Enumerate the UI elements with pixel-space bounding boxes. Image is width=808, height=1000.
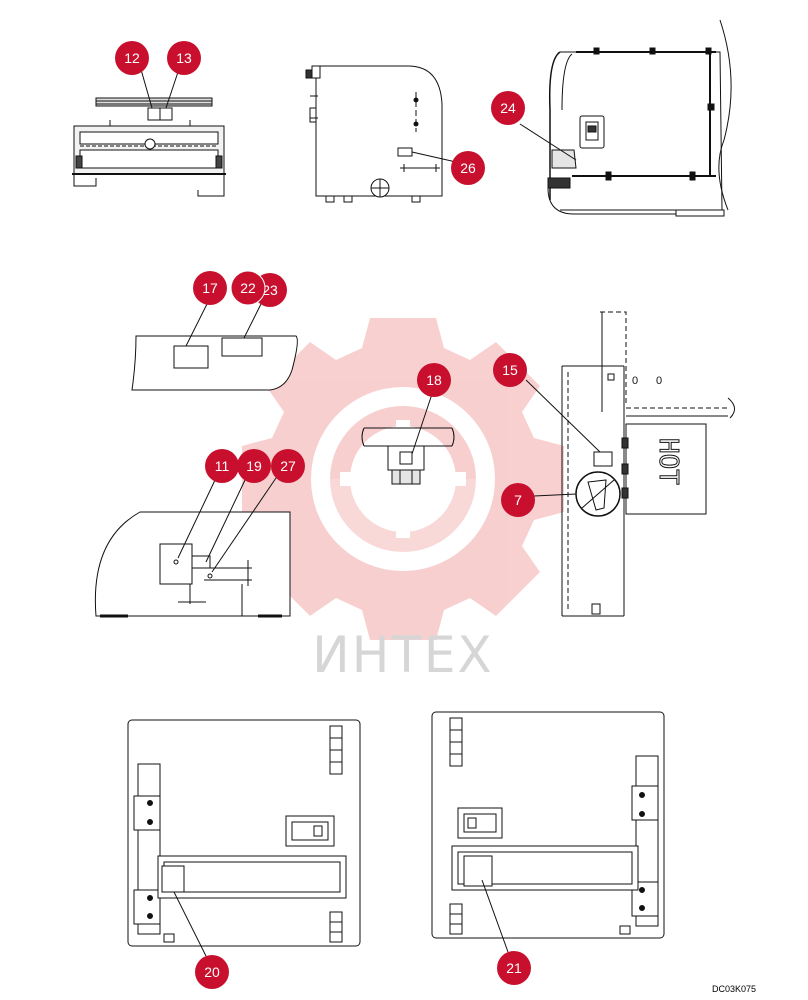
svg-text:23: 23 bbox=[262, 282, 278, 298]
callout-17: 17 bbox=[193, 271, 227, 305]
svg-text:21: 21 bbox=[506, 960, 522, 976]
svg-text:26: 26 bbox=[460, 160, 476, 176]
dial-marker-b: 0 bbox=[656, 375, 662, 387]
callout-26: 26 bbox=[451, 151, 485, 185]
drawing-reference-code: DC03K075 bbox=[711, 984, 756, 994]
svg-text:13: 13 bbox=[176, 50, 192, 66]
callout-15: 15 bbox=[493, 353, 527, 387]
callout-12: 12 bbox=[115, 41, 149, 75]
callout-27: 27 bbox=[271, 449, 305, 483]
callout-20: 20 bbox=[195, 955, 229, 989]
svg-text:12: 12 bbox=[124, 50, 140, 66]
figure-side-panel-lower bbox=[94, 511, 291, 618]
svg-text:15: 15 bbox=[502, 362, 518, 378]
figure-door-hot bbox=[561, 311, 735, 617]
figure-bracket-18 bbox=[361, 427, 455, 485]
callout-24: 24 bbox=[491, 91, 525, 125]
callout-22: 22 bbox=[230, 270, 266, 306]
figure-cabinet-corner bbox=[547, 19, 732, 217]
svg-text:27: 27 bbox=[280, 458, 296, 474]
dial-marker-a: 0 bbox=[632, 375, 638, 387]
watermark-text: ИНТЕХ bbox=[312, 626, 493, 684]
figure-side-panel bbox=[305, 65, 443, 203]
svg-text:17: 17 bbox=[202, 280, 218, 296]
callout-19: 19 bbox=[237, 449, 271, 483]
figure-bottom-right-panel bbox=[431, 711, 665, 939]
svg-text:18: 18 bbox=[426, 372, 442, 388]
callout-13: 13 bbox=[167, 41, 201, 75]
svg-text:24: 24 bbox=[500, 100, 516, 116]
callout-21: 21 bbox=[497, 951, 531, 985]
figure-bottom-left-panel bbox=[127, 719, 361, 947]
hot-warning-label: HOT bbox=[653, 438, 683, 485]
svg-text:7: 7 bbox=[514, 492, 522, 508]
svg-text:11: 11 bbox=[215, 458, 230, 474]
svg-text:20: 20 bbox=[204, 964, 220, 980]
figure-label-panel bbox=[131, 335, 298, 391]
figure-front-unit bbox=[72, 97, 226, 197]
svg-text:22: 22 bbox=[240, 280, 256, 296]
svg-text:19: 19 bbox=[246, 458, 262, 474]
leader-lines bbox=[139, 65, 601, 957]
callout-11: 11 bbox=[205, 449, 239, 483]
callout-18: 18 bbox=[417, 363, 451, 397]
callout-7: 7 bbox=[501, 483, 535, 517]
